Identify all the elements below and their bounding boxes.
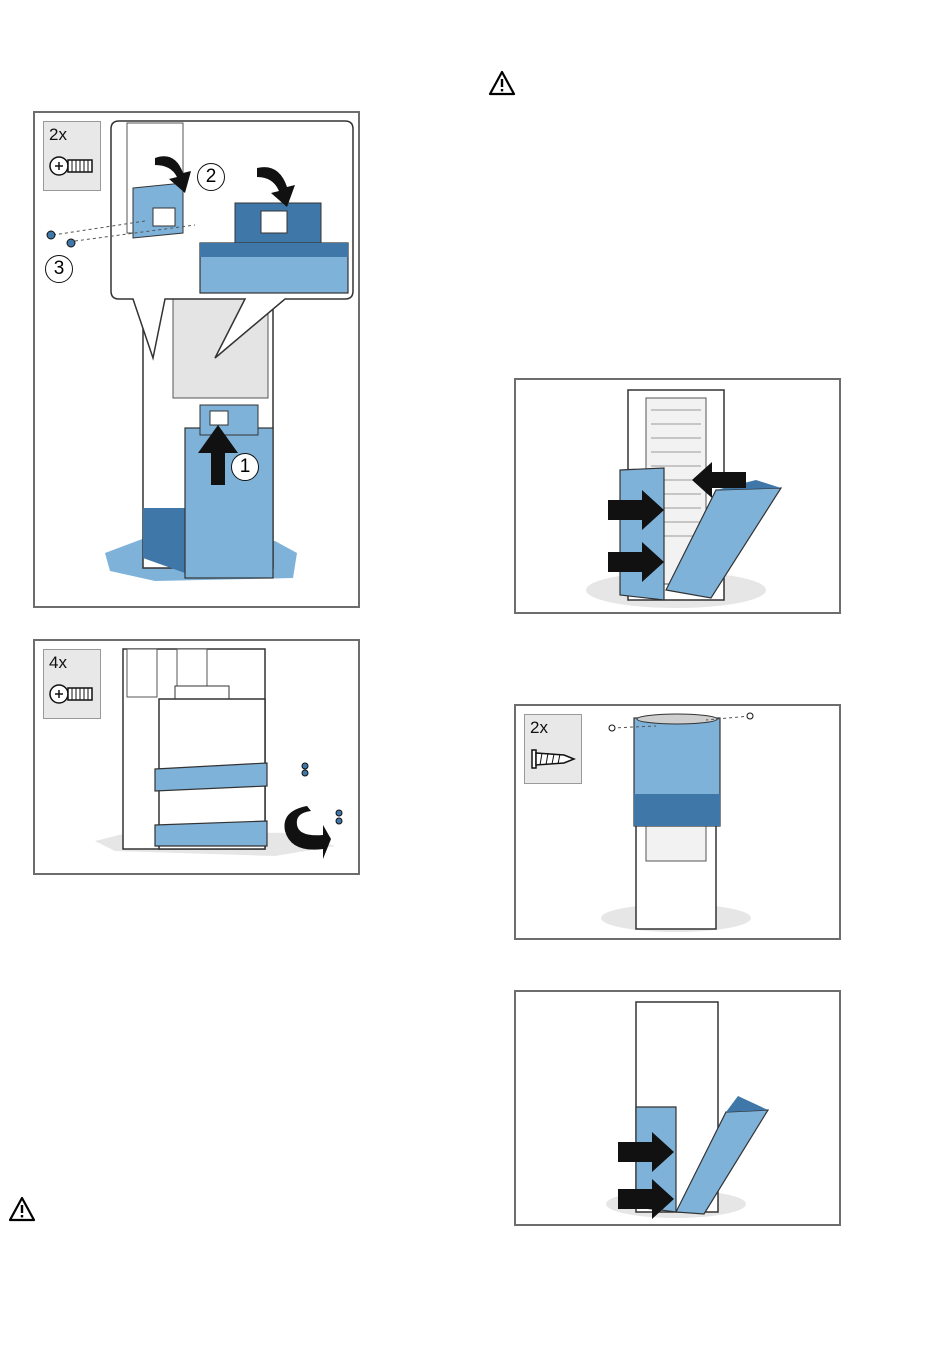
step-number-1: 1: [231, 453, 259, 481]
quantity-label: 4x: [43, 649, 101, 719]
wood-screw-icon: [530, 747, 576, 771]
quantity-label: 2x: [524, 714, 582, 784]
machine-screw-icon: [49, 682, 95, 706]
warning-icon: [8, 1196, 36, 1222]
figure-fasten-upper-chimney: 2x: [514, 704, 841, 940]
warning-icon: [488, 70, 516, 96]
figure-fasten-cover: 4x: [33, 639, 360, 875]
figure-open-cover: [514, 378, 841, 614]
quantity-label: 2x: [43, 121, 101, 191]
quantity-text: 2x: [49, 125, 67, 145]
figure-mount-chimney: 2x 2 3 1: [33, 111, 360, 608]
quantity-text: 2x: [530, 718, 548, 738]
step-number-3: 3: [45, 255, 73, 283]
quantity-text: 4x: [49, 653, 67, 673]
figure-fit-cover: [514, 990, 841, 1226]
machine-screw-icon: [49, 154, 95, 178]
step-number-2: 2: [197, 163, 225, 191]
